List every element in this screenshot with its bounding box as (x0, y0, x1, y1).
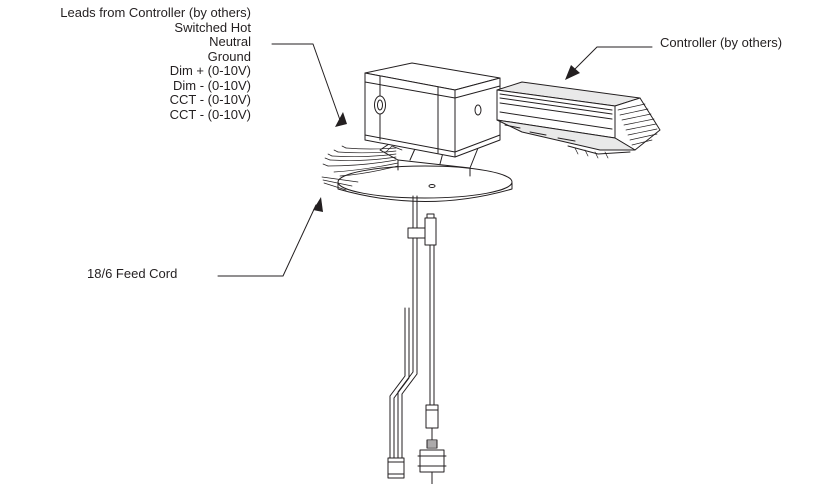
controller-callout: Controller (by others) (660, 35, 783, 50)
lead-item-neutral: Neutral (209, 34, 251, 49)
controller-housing (496, 81, 661, 159)
leads-leader-line (271, 43, 341, 121)
leader-lines (217, 43, 653, 277)
lead-item-dim-minus: Dim - (0-10V) (172, 77, 251, 93)
stem-and-cord (387, 195, 447, 484)
lead-item-switched-hot: Switched Hot (174, 19, 251, 35)
lead-wires (321, 145, 399, 191)
lead-item-cct-2: CCT - (0-10V) (169, 106, 251, 122)
controller-leader-arrow (565, 65, 580, 80)
lead-item-cct-1: CCT - (0-10V) (169, 92, 251, 107)
feed-cord-leader-line (217, 204, 317, 277)
leads-callout: Leads from Controller (by others) Switch… (60, 5, 251, 122)
leads-leader-arrow (335, 112, 347, 127)
feed-cord-leader-arrow (313, 197, 323, 212)
lead-item-ground: Ground (207, 48, 251, 64)
lead-item-dim-plus: Dim + (0-10V) (169, 63, 251, 78)
leads-callout-title: Leads from Controller (by others) (60, 5, 251, 20)
controller-leader-line (571, 46, 653, 73)
junction-box (364, 62, 501, 158)
canopy-plate (337, 165, 513, 202)
feed-cord-callout: 18/6 Feed Cord (87, 266, 178, 281)
